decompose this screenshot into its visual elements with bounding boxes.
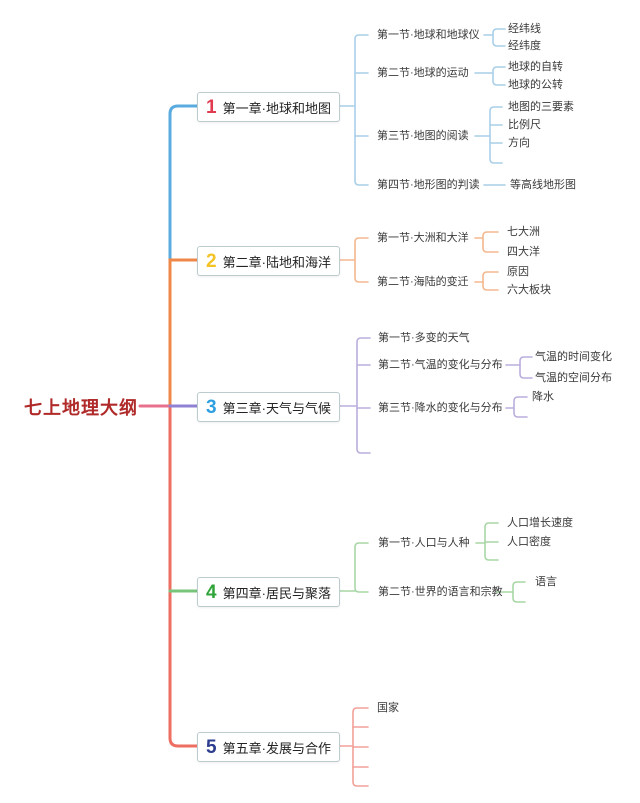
chapter-3-title: 第三章·天气与气候 (222, 400, 331, 416)
chapter-1-title: 第一章·地球和地图 (222, 100, 331, 116)
chapter-2-branch-lines (336, 231, 499, 291)
section-node[interactable]: 第二节·地球的运动 (377, 67, 469, 79)
chapter-3-branch-lines (334, 337, 533, 454)
leaf-node[interactable]: 经纬度 (508, 40, 541, 52)
chapter-1-branch-lines (336, 28, 506, 186)
section-node[interactable]: 第一节·大洲和大洋 (377, 232, 469, 244)
section-node[interactable]: 第一节·地球和地球仪 (377, 29, 480, 41)
chapter-1-node[interactable]: 1 第一章·地球和地图 (197, 92, 340, 122)
leaf-node[interactable]: 比例尺 (508, 119, 541, 131)
leaf-node[interactable]: 人口密度 (507, 536, 551, 548)
chapter-5-branch-lines (336, 707, 369, 787)
section-node[interactable]: 第二节·海陆的变迁 (377, 276, 469, 288)
chapter-4-title: 第四章·居民与聚落 (222, 585, 331, 601)
chapter-2-title: 第二章·陆地和海洋 (222, 254, 331, 270)
chapter-2-number: 2 (206, 250, 217, 272)
section-node[interactable]: 第三节·降水的变化与分布 (378, 402, 503, 414)
chapter-4-branch-lines (336, 522, 526, 603)
leaf-node[interactable]: 降水 (532, 391, 554, 403)
leaf-node[interactable]: 地球的自转 (508, 61, 563, 73)
section-node[interactable]: 第二节·气温的变化与分布 (378, 359, 503, 371)
leaf-node[interactable]: 方向 (508, 137, 530, 149)
chapter-3-node[interactable]: 3 第三章·天气与气候 (197, 392, 340, 422)
section-node[interactable]: 第三节·地图的阅读 (377, 130, 469, 142)
trunk-lines (138, 104, 200, 748)
leaf-node[interactable]: 经纬线 (508, 23, 541, 35)
section-node[interactable]: 第一节·人口与人种 (378, 537, 470, 549)
root-node[interactable]: 七上地理大纲 (24, 398, 138, 418)
leaf-node[interactable]: 地球的公转 (508, 79, 563, 91)
chapter-4-node[interactable]: 4 第四章·居民与聚落 (197, 577, 340, 607)
trunk-chapter2-line (168, 258, 199, 408)
leaf-node[interactable]: 气温的时间变化 (535, 351, 612, 363)
chapter-3-number: 3 (206, 396, 217, 418)
section-node[interactable]: 第二节·世界的语言和宗教 (378, 586, 503, 598)
leaf-node[interactable]: 四大洋 (507, 246, 540, 258)
chapter-1-number: 1 (206, 96, 217, 118)
leaf-node[interactable]: 七大洲 (507, 226, 540, 238)
trunk-chapter5-line (168, 404, 199, 748)
leaf-node[interactable]: 六大板块 (507, 284, 551, 296)
leaf-node[interactable]: 等高线地形图 (510, 179, 576, 191)
section-node[interactable]: 第四节·地形图的判读 (377, 179, 480, 191)
chapter-5-number: 5 (206, 736, 217, 758)
trunk-chapter1-line (168, 104, 199, 262)
section-node[interactable]: 国家 (377, 702, 399, 714)
leaf-node[interactable]: 气温的空间分布 (535, 372, 612, 384)
leaf-node[interactable]: 语言 (535, 576, 557, 588)
leaf-node[interactable]: 地图的三要素 (508, 101, 574, 113)
chapter-5-node[interactable]: 5 第五章·发展与合作 (197, 732, 340, 762)
chapter-2-node[interactable]: 2 第二章·陆地和海洋 (197, 246, 340, 276)
chapter-4-number: 4 (206, 581, 217, 603)
chapter-5-title: 第五章·发展与合作 (222, 740, 331, 756)
section-node[interactable]: 第一节·多变的天气 (378, 332, 470, 344)
leaf-node[interactable]: 原因 (507, 266, 529, 278)
leaf-node[interactable]: 人口增长速度 (507, 517, 573, 529)
